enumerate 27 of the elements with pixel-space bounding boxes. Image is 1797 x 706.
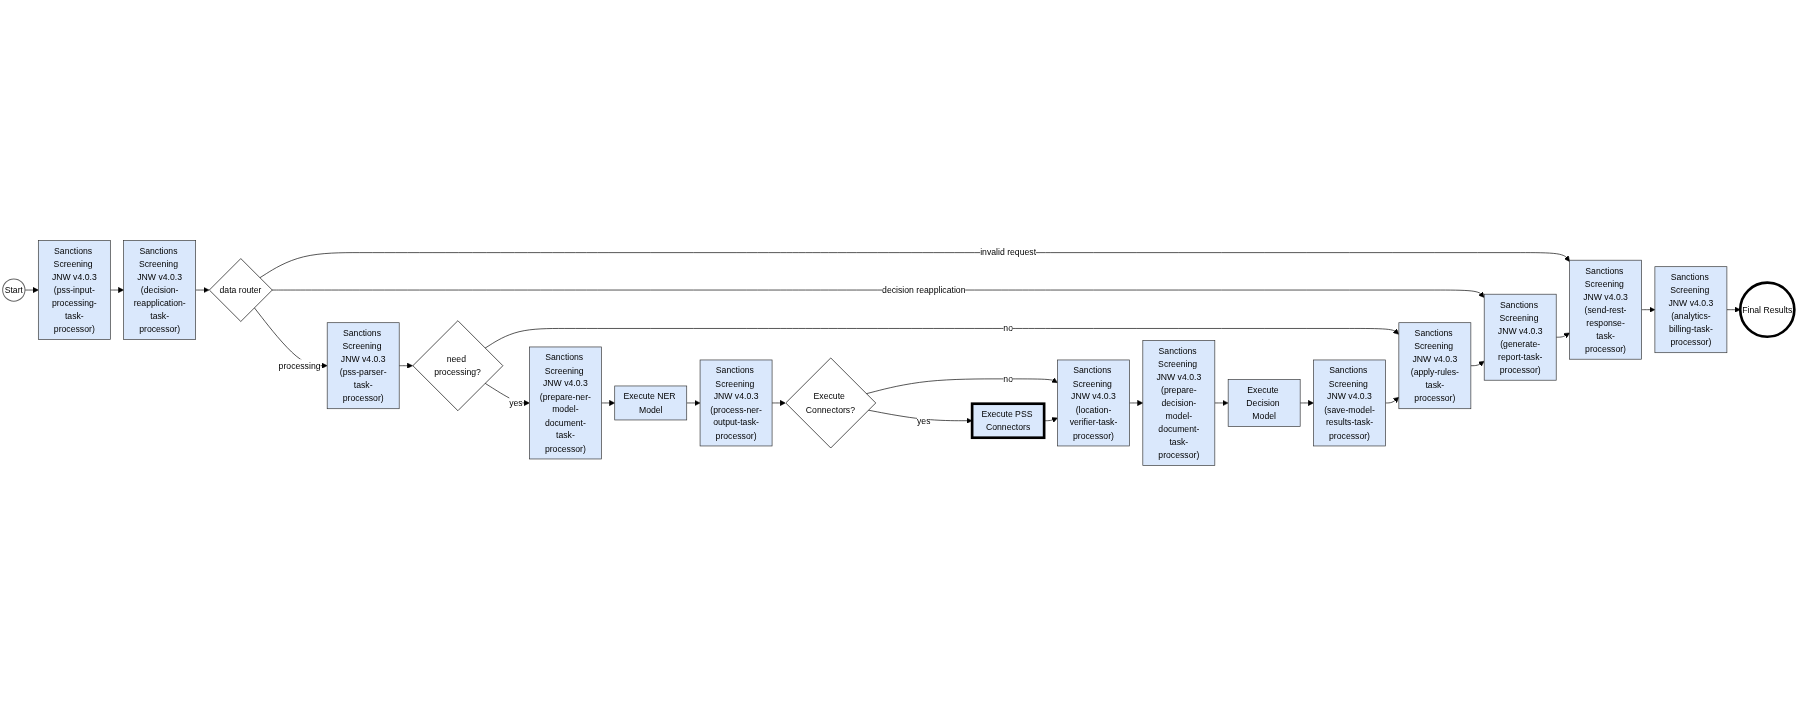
- node-box: Sanctions Screening JNW v4.0.3 (decision-reapplication-task-processor): [123, 240, 196, 340]
- node-box: Execute Decision Model: [1227, 379, 1301, 427]
- node-circle: Start: [2, 278, 26, 302]
- node-box: Sanctions Screening JNW v4.0.3 (pss-input-processing-task-processor): [38, 240, 111, 340]
- node-box: Execute NER Model: [614, 385, 688, 421]
- node-box: Sanctions Screening JNW v4.0.3 (send-rest-response-task-processor): [1569, 259, 1642, 360]
- node-diamond: need processing?: [412, 320, 504, 412]
- node-box: Sanctions Screening JNW v4.0.3 (generate-report-task-processor): [1483, 293, 1557, 381]
- node-box: Sanctions Screening JNW v4.0.3 (location-verifier-task-processor): [1057, 359, 1130, 447]
- node-box: Execute PSS Connectors: [970, 402, 1046, 440]
- edge-label: processing: [278, 360, 321, 371]
- node-box: Sanctions Screening JNW v4.0.3 (prepare-ner-model-document-task-processor): [529, 346, 602, 460]
- edge-label: yes: [917, 415, 931, 426]
- edge-label: decision reapplication: [882, 284, 966, 295]
- node-diamond: Execute Connectors?: [785, 357, 877, 449]
- edge-label: yes: [509, 397, 523, 408]
- node-box: Sanctions Screening JNW v4.0.3 (pss-parser-task-processor): [326, 322, 400, 410]
- node-box: Sanctions Screening JNW v4.0.3 (analytics-billing-task-processor): [1654, 266, 1728, 354]
- node-box: Sanctions Screening JNW v4.0.3 (apply-rules-task-processor): [1398, 322, 1472, 410]
- edge-label: no: [1003, 373, 1013, 384]
- edge-label: invalid request: [980, 247, 1037, 258]
- edge-label: no: [1003, 323, 1013, 334]
- node-box: Sanctions Screening JNW v4.0.3 (save-model-results-task-processor): [1313, 359, 1386, 447]
- node-box: Sanctions Screening JNW v4.0.3 (prepare-decision-model-document-task-processor): [1142, 340, 1216, 466]
- node-diamond: data router: [209, 258, 273, 322]
- node-circle: Final Results: [1738, 281, 1796, 339]
- node-box: Sanctions Screening JNW v4.0.3 (process-ner-output-task-processor): [699, 359, 773, 447]
